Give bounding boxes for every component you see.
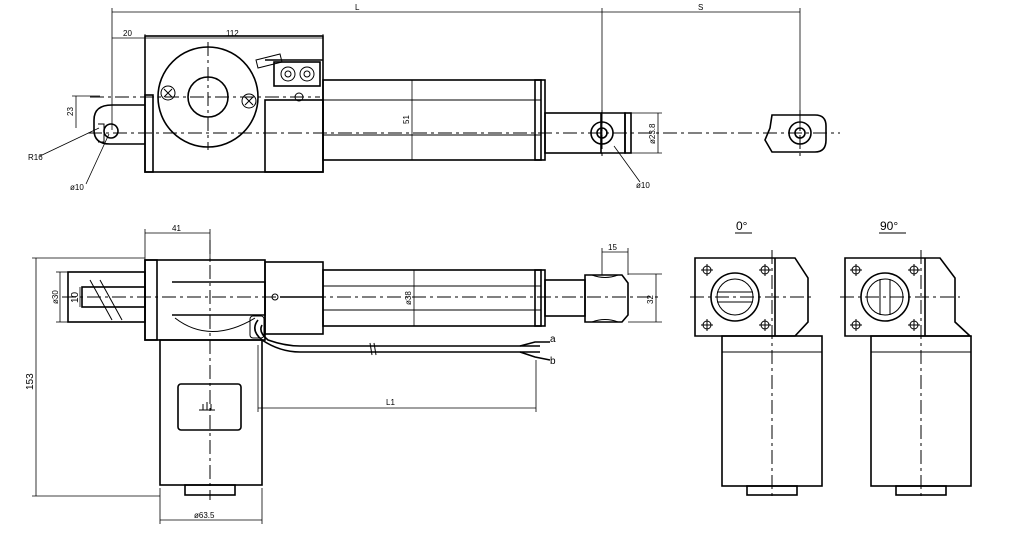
dim-phi38: ø38 <box>404 291 413 305</box>
motor-body <box>159 339 263 486</box>
dim-phi10-left: ø10 <box>70 183 84 192</box>
top-view: L S 20 112 23 R16 ø10 <box>28 3 840 192</box>
power-cable <box>254 319 540 353</box>
dim-S: S <box>698 3 703 12</box>
dim-51: 51 <box>402 115 411 124</box>
dim-153: 153 <box>25 373 36 390</box>
end-plate-0 <box>694 257 809 337</box>
bolt-holes-90 <box>850 264 920 331</box>
dim-15: 15 <box>608 243 617 252</box>
view-90-degree: 90° <box>840 219 973 500</box>
dim-112: 112 <box>226 29 239 38</box>
rod-end-front <box>584 274 629 323</box>
bottom-view: 41 ø30 10 153 ø38 <box>25 224 662 524</box>
dim-L: L <box>355 3 360 12</box>
view-label-90: 90° <box>880 219 898 233</box>
dim-phi10-right: ø10 <box>636 181 650 190</box>
rear-clevis <box>93 104 145 145</box>
bolt-holes-0 <box>701 264 771 331</box>
rear-pin-hole <box>103 123 119 139</box>
dim-L1: L1 <box>386 398 395 407</box>
dim-R16: R16 <box>28 153 43 162</box>
wire-label-b: b <box>550 356 556 367</box>
dim-23: 23 <box>66 107 75 116</box>
dim-phi23-8: ø23.8 <box>648 123 657 144</box>
end-plate-90 <box>844 257 973 337</box>
view-0-degree: 0° <box>690 219 823 500</box>
outer-tube-front <box>322 269 542 327</box>
gear-housing <box>144 35 324 173</box>
gear-housing-front <box>144 259 266 341</box>
wire-label-a: a <box>550 334 556 345</box>
dim-20: 20 <box>123 29 132 38</box>
dim-32: 32 <box>646 295 655 304</box>
extended-clevis <box>764 114 827 153</box>
dim-41: 41 <box>172 224 181 233</box>
view-label-0: 0° <box>736 219 748 233</box>
dim-phi63-5: ø63.5 <box>194 511 215 520</box>
outer-tube <box>322 79 542 161</box>
dim-phi30: ø30 <box>51 290 60 304</box>
